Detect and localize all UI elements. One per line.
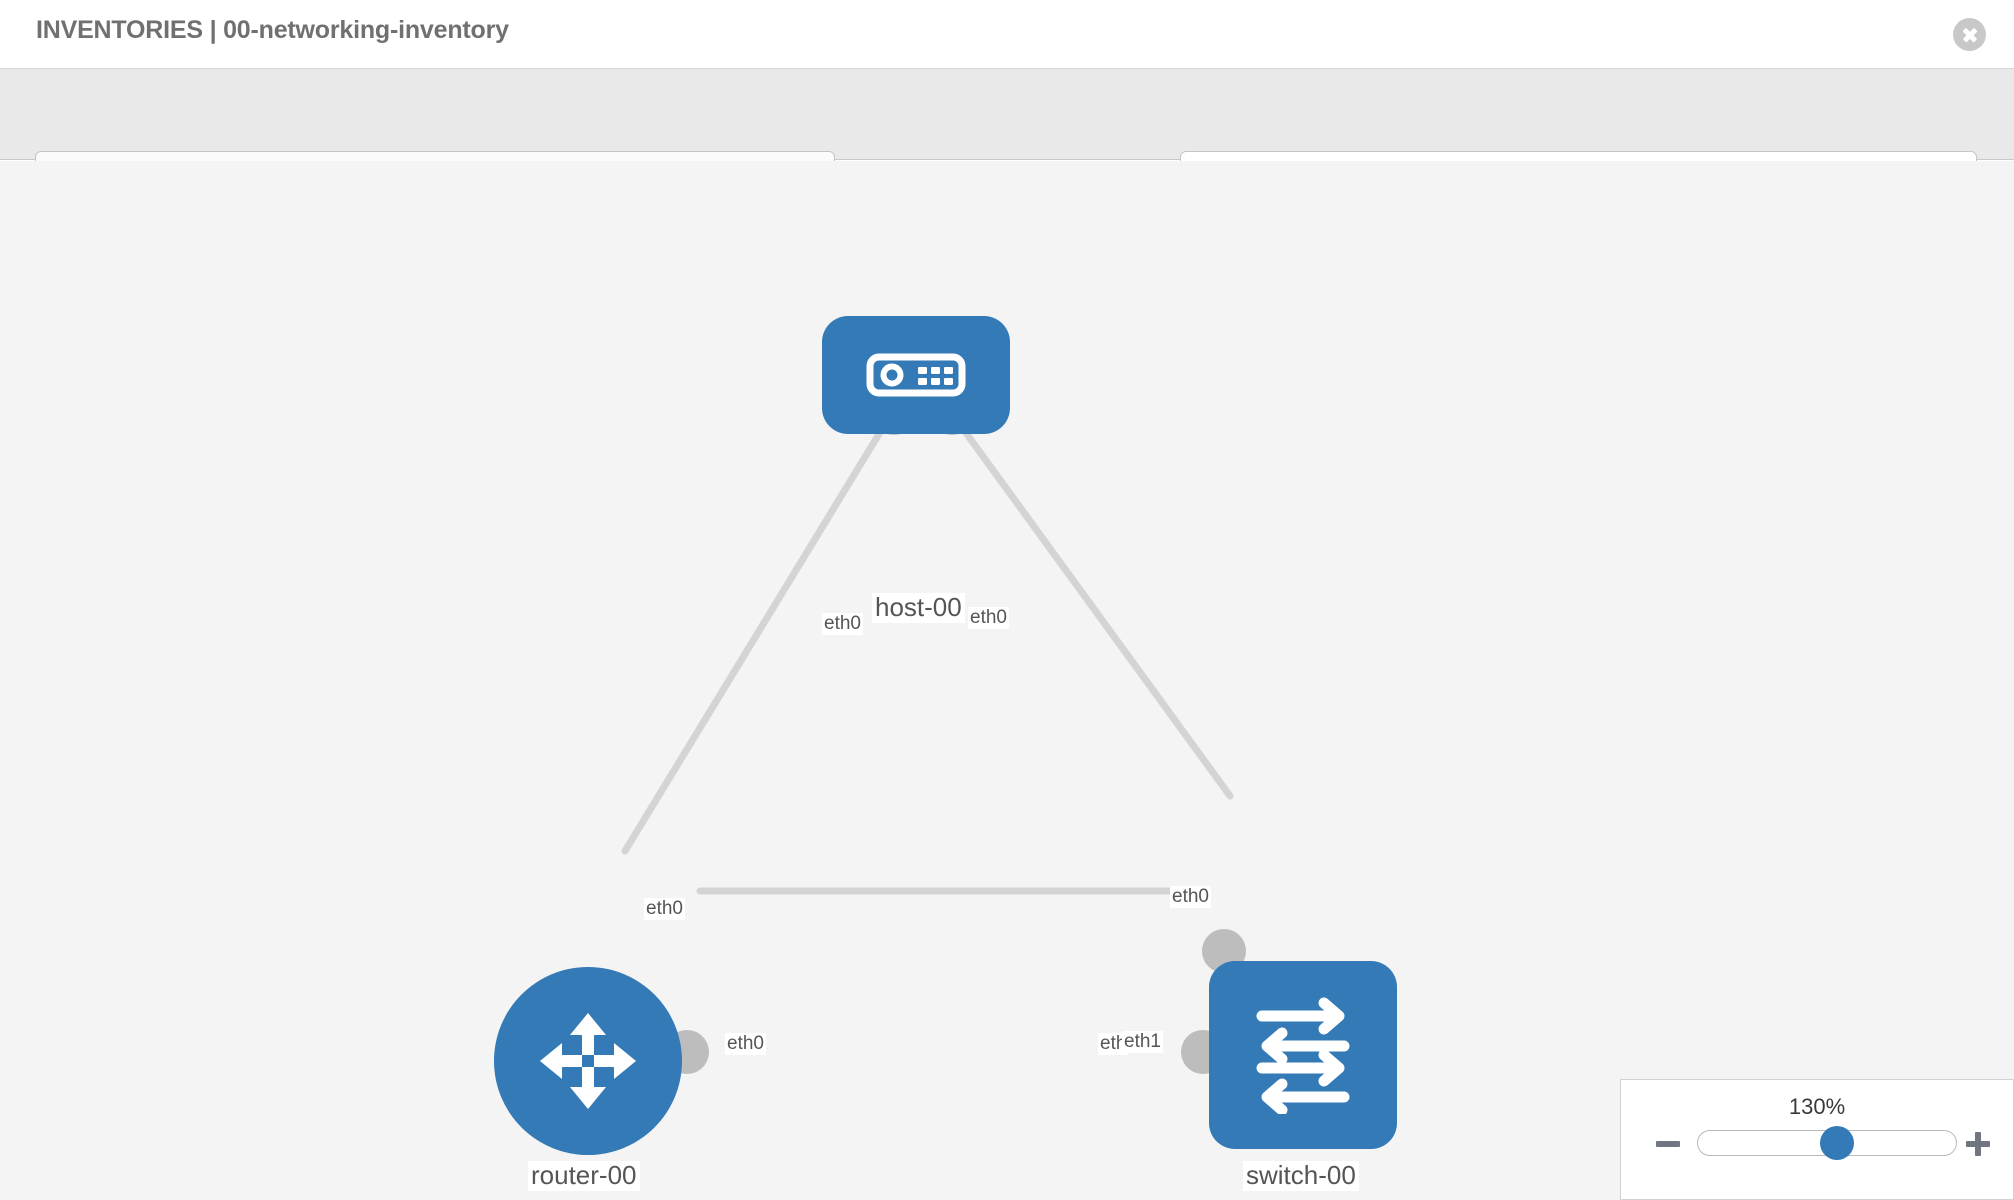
minus-icon[interactable] (1653, 1129, 1683, 1159)
edge-label-switch-left-b: eth1 (1122, 1031, 1163, 1053)
close-icon[interactable] (1953, 18, 1986, 51)
switch-00-shape[interactable] (1209, 961, 1397, 1149)
host-00-shape[interactable] (822, 316, 1010, 434)
edge-label-router-right: eth0 (725, 1033, 766, 1055)
edge-label-router-top: eth0 (644, 898, 685, 920)
edge-label-host-right: eth0 (968, 607, 1009, 629)
plus-icon[interactable] (1963, 1129, 1993, 1159)
zoom-level-value: 130% (1788, 1094, 1846, 1119)
zoom-control-panel: 130% (1620, 1079, 2014, 1200)
page-title: INVENTORIES | 00-networking-inventory (36, 16, 509, 44)
edge-label-switch-top: eth0 (1170, 886, 1211, 908)
node-label-host-00: host-00 (872, 592, 965, 623)
topology-canvas[interactable]: host-00 eth0 eth0 router-00 eth0 (0, 161, 2014, 1200)
edge-label-switch-left-a: eth (1098, 1033, 1129, 1055)
router-00-shape[interactable] (494, 967, 682, 1155)
zoom-slider-track[interactable] (1697, 1126, 1957, 1160)
edge-label-host-left: eth0 (822, 613, 863, 635)
server-icon (866, 353, 966, 397)
router-arrows-icon (540, 1013, 636, 1109)
topology-links (621, 407, 1234, 895)
node-label-router-00: router-00 (528, 1160, 640, 1191)
switch-arrows-icon (1256, 997, 1350, 1114)
page-header: INVENTORIES | 00-networking-inventory (0, 0, 2014, 69)
toolbar: ACTIONS SEARCH (0, 69, 2014, 206)
zoom-slider-thumb[interactable] (1820, 1126, 1855, 1160)
node-label-switch-00: switch-00 (1243, 1160, 1359, 1191)
